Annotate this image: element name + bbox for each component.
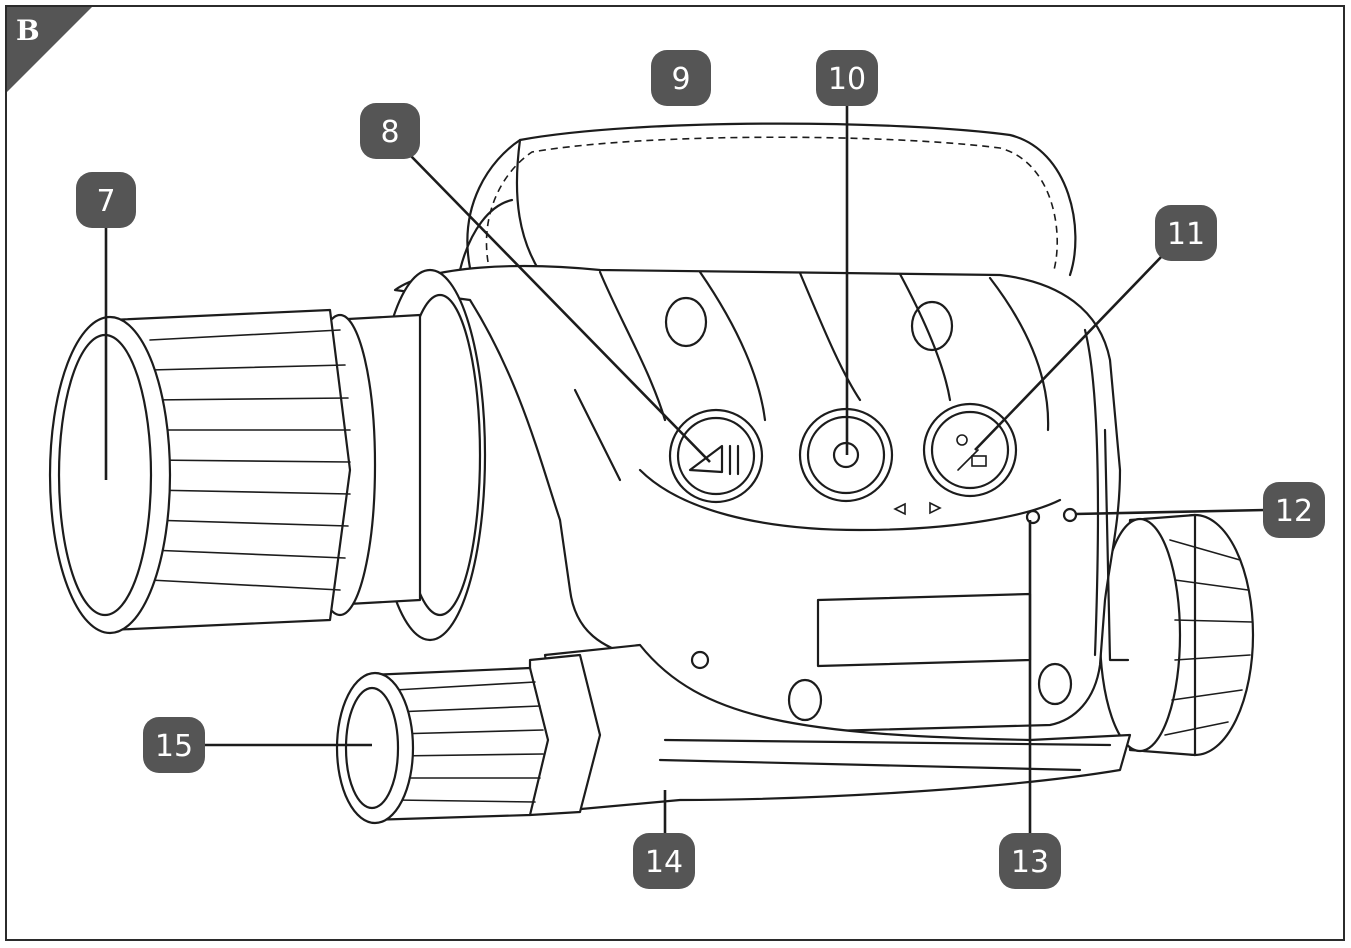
callout-badge-12: 12 xyxy=(1263,482,1325,538)
play-pause-button[interactable] xyxy=(668,408,764,504)
callout-label-14: 14 xyxy=(645,845,683,880)
mode-button[interactable] xyxy=(922,402,1018,498)
figure-corner-tab: B xyxy=(7,7,92,92)
callout-label-10: 10 xyxy=(828,62,866,97)
objective-lens-assembly xyxy=(48,268,487,642)
photo-video-mode-icon xyxy=(956,434,987,471)
callout-label-12: 12 xyxy=(1275,494,1313,529)
callout-badge-8: 8 xyxy=(360,103,420,159)
callout-badge-7: 7 xyxy=(76,172,136,228)
callout-badge-15: 15 xyxy=(143,717,205,773)
figure-frame xyxy=(5,5,1345,941)
callout-badge-9: 9 xyxy=(651,50,711,106)
illuminator-ring-knurling xyxy=(394,681,544,803)
callout-badge-11: 11 xyxy=(1155,205,1217,261)
leader-lines xyxy=(104,103,1266,838)
callout-label-15: 15 xyxy=(155,729,193,764)
callout-badge-14: 14 xyxy=(633,833,695,889)
focus-ring-knurling xyxy=(149,329,351,591)
callout-badge-10: 10 xyxy=(816,50,878,106)
callout-label-7: 7 xyxy=(96,184,115,219)
main-housing xyxy=(393,264,1130,737)
callout-label-13: 13 xyxy=(1011,845,1049,880)
figure-corner-label: B xyxy=(16,14,40,47)
rear-eyepiece xyxy=(1098,513,1255,757)
ir-illuminator xyxy=(335,592,1132,825)
callout-label-11: 11 xyxy=(1167,217,1205,252)
led-indicator xyxy=(1025,509,1041,525)
callout-label-8: 8 xyxy=(380,115,399,150)
hand-strap xyxy=(458,122,1077,277)
left-right-arrows-icon xyxy=(893,501,942,516)
callout-label-9: 9 xyxy=(671,62,690,97)
callout-badge-13: 13 xyxy=(999,833,1061,889)
